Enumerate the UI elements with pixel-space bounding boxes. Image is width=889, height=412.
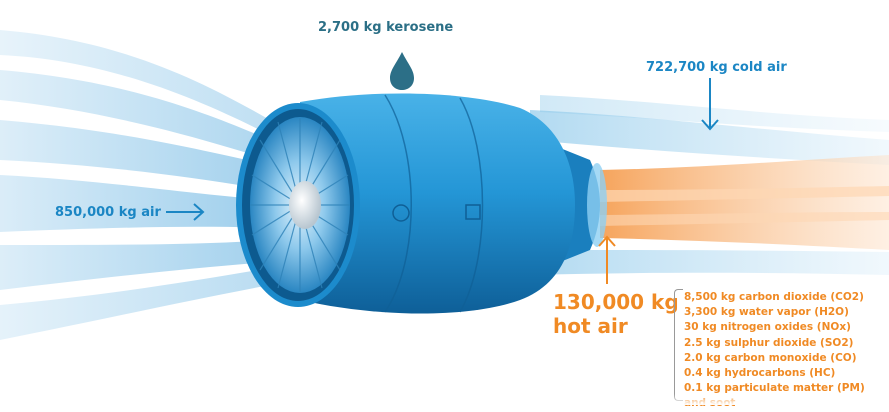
intake-arrow: [166, 203, 205, 221]
cold-air-arrow: [701, 78, 719, 131]
cold-air-label: 722,700 kg cold air: [646, 60, 787, 75]
emission-item: 3,300 kg water vapor (H2O): [684, 306, 849, 319]
engine-nacelle: [300, 93, 575, 314]
emission-item: 8,500 kg carbon dioxide (CO2): [684, 291, 864, 303]
hot-air-arrow: [598, 235, 616, 284]
emissions-list: 8,500 kg carbon dioxide (CO2) 3,300 kg w…: [684, 290, 865, 412]
emissions-brace: [674, 289, 683, 401]
hot-air-amount-label: 130,000 kg: [553, 290, 679, 314]
fuel-drop-icon: [390, 52, 414, 90]
hot-air-label: hot air: [553, 314, 628, 338]
kerosene-label: 2,700 kg kerosene: [318, 20, 454, 35]
emission-item: 0.4 kg hydrocarbons (HC): [684, 367, 836, 380]
bypass-airflow: [530, 95, 889, 275]
emission-item: 0.1 kg particulate matter (PM): [684, 382, 865, 395]
intake-airflow: [0, 30, 270, 340]
hot-exhaust: [600, 155, 889, 250]
intake-air-label: 850,000 kg air: [55, 205, 161, 220]
emission-item: 2.0 kg carbon monoxide (CO): [684, 351, 857, 364]
spinner: [289, 181, 321, 229]
emission-item: 30 kg nitrogen oxides (NOx): [684, 321, 851, 334]
emission-item: 2.5 kg sulphur dioxide (SO2): [684, 336, 854, 349]
